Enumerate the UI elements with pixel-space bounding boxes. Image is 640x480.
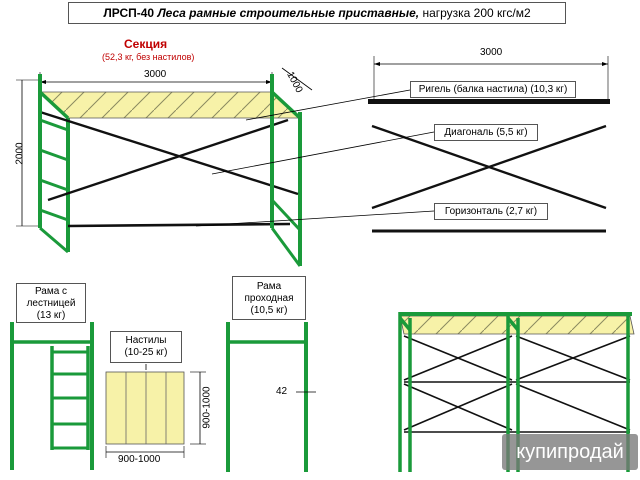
ladder-frame-callout: Рама с лестницей (13 кг): [16, 283, 86, 323]
arrowhead: [40, 80, 46, 84]
walk-frame-line-3: (10,5 кг): [250, 305, 288, 316]
arrowhead: [266, 80, 272, 84]
deck-width-label: 900-1000: [118, 454, 161, 465]
section-depth-dimension-line: [281, 67, 313, 91]
section-weight: (52,3 кг, без настилов): [102, 52, 195, 62]
horizontal-callout: Горизонталь (2,7 кг): [434, 203, 548, 220]
ladder-frame-line-2: лестницей: [26, 298, 76, 309]
arrowhead: [374, 62, 380, 66]
watermark-logo: купипродай: [502, 434, 638, 470]
deck-edge: [38, 90, 70, 120]
parts-drawing: [368, 56, 610, 233]
ladder-rungs: [39, 118, 302, 267]
main-section-drawing: [16, 67, 313, 267]
rigel-callout: Ригель (балка настила) (10,3 кг): [410, 81, 576, 98]
deck-plates-drawing: [105, 371, 206, 458]
decks-callout: Настилы (10-25 кг): [110, 331, 182, 363]
horizontal-brace: [67, 222, 291, 228]
frame-gap-label: 42: [276, 386, 288, 397]
walk-frame-callout: Рама проходная (10,5 кг): [232, 276, 306, 320]
diagonal-brace: [39, 110, 299, 196]
walk-frame-line-1: Рама: [256, 281, 282, 292]
deck-height-label: 900-1000: [201, 386, 213, 429]
walk-frame-line-2: проходная: [244, 293, 294, 304]
ladder-frame-line-1: Рама с: [34, 286, 68, 297]
ladder-frame-line-3: (13 кг): [36, 310, 66, 321]
callout-leaders: [49, 89, 435, 370]
diagonal-callout: Диагональ (5,5 кг): [434, 124, 538, 141]
deck-edge: [270, 90, 302, 120]
deck-surface: [38, 91, 302, 119]
title-code: ЛРСП-40: [103, 6, 155, 20]
arrowhead: [602, 62, 608, 66]
title-load: нагрузка 200 кгс/м2: [422, 6, 531, 20]
title-box: ЛРСП-40 Леса рамные строительные пристав…: [68, 2, 566, 24]
decks-line-2: (10-25 кг): [124, 347, 168, 358]
section-length-label: 3000: [144, 69, 167, 80]
assembled-scaffold-drawing: [398, 312, 635, 472]
walk-frame-drawing: [226, 322, 316, 472]
section-height-label: 2000: [14, 142, 26, 165]
ladder-frame-drawing: [10, 322, 94, 470]
rigel-beam: [368, 99, 610, 104]
diagonal-part: [371, 124, 607, 210]
decks-line-1: Настилы: [125, 335, 167, 346]
diagonal-brace: [47, 118, 289, 202]
section-label: Секция: [124, 37, 168, 51]
beam-length-label: 3000: [480, 47, 503, 58]
title-name: Леса рамные строительные приставные,: [157, 6, 420, 20]
